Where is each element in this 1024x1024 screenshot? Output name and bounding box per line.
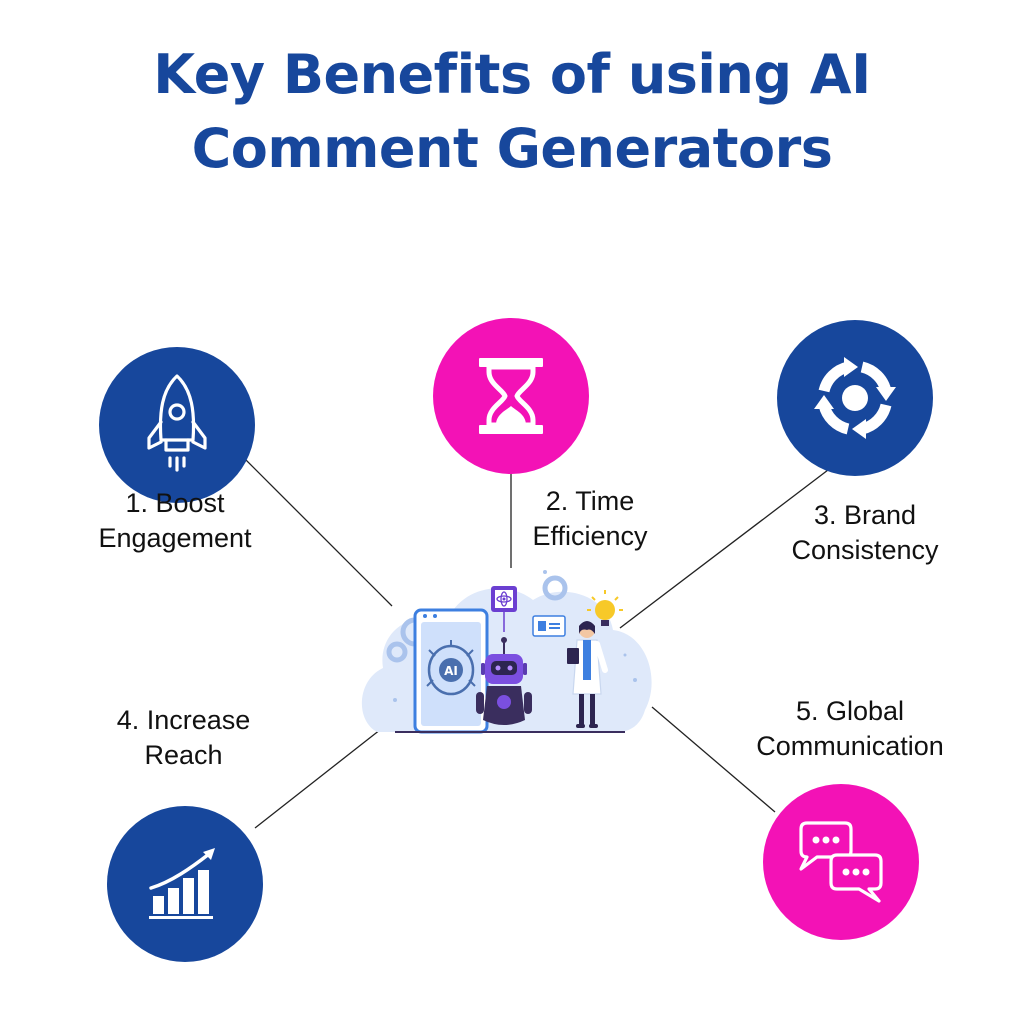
benefit-5-line1: 5. Global [795, 696, 905, 726]
benefit-5-line2: Communication [756, 731, 944, 761]
benefit-1-line2: Engagement [98, 523, 252, 553]
benefit-5-circle [763, 784, 919, 940]
ai-brain-icon: AI [426, 640, 476, 696]
title-line-2: Comment Generators [191, 117, 833, 180]
lightbulb-icon [587, 590, 623, 626]
scientist-figure [567, 621, 608, 728]
ai-robot-scientist-illustration: AI [361, 570, 652, 734]
benefit-4-line1: 4. Increase [116, 705, 251, 735]
benefit-2-circle [433, 318, 589, 474]
benefit-2-line1: 2. Time [545, 486, 635, 516]
benefit-3-label: 3. Brand Consistency [760, 498, 970, 568]
benefit-2-line2: Efficiency [532, 521, 648, 551]
title-line-1: Key Benefits of using AI [153, 43, 871, 106]
benefit-3-line1: 3. Brand [813, 500, 917, 530]
benefit-4-circle [107, 806, 263, 962]
benefit-5-label: 5. Global Communication [725, 694, 975, 764]
benefit-1-line1: 1. Boost [125, 488, 225, 518]
connector-4 [254, 721, 391, 829]
hourglass-icon [479, 358, 543, 434]
benefit-3-circle [777, 320, 933, 476]
benefit-4-label: 4. Increase Reach [76, 703, 291, 773]
rocket-icon [147, 374, 207, 472]
robot-icon [476, 637, 532, 725]
atom-chip-icon [491, 586, 517, 632]
benefit-4-line2: Reach [144, 740, 223, 770]
connector-5 [651, 706, 776, 813]
benefit-2-label: 2. Time Efficiency [480, 484, 700, 554]
ai-chip-text: AI [444, 664, 458, 678]
dashboard-panel [532, 615, 566, 637]
sync-arrows-icon [814, 357, 896, 439]
connector-1 [237, 451, 393, 607]
benefit-1-label: 1. Boost Engagement [70, 486, 280, 556]
benefit-1-circle [99, 347, 255, 503]
page-title: Key Benefits of using AI Comment Generat… [0, 38, 1024, 186]
chat-bubbles-icon [799, 821, 883, 903]
growth-chart-icon [149, 848, 215, 919]
benefit-3-line2: Consistency [791, 535, 939, 565]
connector-3 [619, 469, 829, 629]
